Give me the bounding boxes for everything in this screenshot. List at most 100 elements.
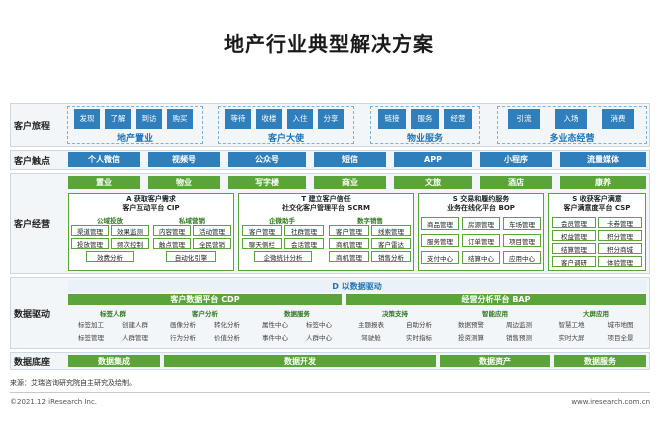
bap-item: 主题报表 (358, 321, 384, 329)
touchpoint-official: 公众号 (228, 152, 306, 167)
format-5: 文旅 (394, 176, 472, 189)
journey-step-1-1: 发现 (74, 109, 100, 129)
block-s2-item: 积分商城 (598, 243, 642, 254)
block-a-g2-name: 私域营销 (179, 217, 205, 225)
block-a-g1-item: 投放管理 (71, 238, 109, 249)
block-s1-item: 服务管理 (421, 234, 459, 247)
cdp-group-name: 客户分析 (192, 310, 218, 318)
block-s2-item: 会员管理 (552, 217, 596, 228)
block-s2-sub: 客户满意度平台 CSP (563, 204, 631, 212)
cdp-item: 行为分析 (170, 334, 196, 342)
block-t-g2-name: 数字销售 (357, 217, 383, 225)
format-7: 康养 (560, 176, 646, 189)
bap-item: 驾驶舱 (361, 334, 381, 342)
footer-url: www.iresearch.com.cn (571, 398, 650, 406)
block-t-g1-item: 企微统计分析 (254, 251, 312, 262)
touchpoint-app: APP (394, 152, 472, 167)
block-a-g2-item: 内容管理 (153, 225, 191, 236)
block-a-g1-item: 效果监测 (111, 225, 149, 236)
bap-item: 数据预警 (458, 321, 484, 329)
journey-step-2-3: 入住 (287, 109, 313, 129)
cdp-item: 价值分析 (214, 334, 240, 342)
row-label-base: 数据底座 (14, 357, 51, 368)
journey-group-2 (218, 106, 354, 144)
block-s1-item: 支付中心 (421, 251, 459, 264)
journey-step-2-4: 分享 (318, 109, 344, 129)
bap-item: 实时大屏 (558, 334, 585, 342)
footer-copyright: ©2021.12 iResearch Inc. (10, 398, 98, 406)
touchpoint-channels: 视频号 (148, 152, 220, 167)
journey-step-4-2: 入场 (555, 109, 587, 129)
cdp-item: 画像分析 (170, 321, 196, 329)
bap-item: 城市地图 (607, 321, 634, 329)
cdp-item: 属性中心 (262, 321, 288, 329)
block-t-g2-item: 商机管理 (329, 238, 369, 249)
block-s2-item: 体验管理 (598, 256, 642, 267)
touchpoint-miniprogram: 小程序 (480, 152, 552, 167)
journey-stage-2: 客户大使 (267, 134, 304, 144)
format-3: 写字楼 (228, 176, 306, 189)
cdp-group-name: 标签人群 (100, 310, 126, 318)
block-s1-item: 应用中心 (503, 251, 541, 264)
block-s2-title: S 收获客户满意 (572, 195, 622, 203)
journey-step-3-2: 服务 (411, 109, 439, 129)
cdp-item: 创建人群 (122, 321, 148, 329)
row-label-data: 数据驱动 (14, 309, 51, 320)
bap-item: 自助分析 (406, 321, 432, 329)
journey-stage-4: 多业态经营 (549, 134, 595, 144)
block-t-g2-item: 客户雷达 (371, 238, 411, 249)
journey-group-4 (497, 106, 647, 144)
block-t-g2-item: 商机管理 (329, 251, 369, 262)
block-a-g2-item: 全民营销 (193, 238, 231, 249)
block-t-g1-item: 会话管理 (284, 238, 324, 249)
touchpoint-media: 流量媒体 (560, 152, 646, 167)
block-s2-item: 卡券管理 (598, 217, 642, 228)
block-t-g2-item: 客户管理 (329, 225, 369, 236)
block-t-g2-item: 线索管理 (371, 225, 411, 236)
journey-step-3-3: 经营 (444, 109, 472, 129)
block-s2-item: 客户调研 (552, 256, 596, 267)
block-a-g1-name: 公域投放 (97, 217, 123, 225)
journey-step-2-2: 收楼 (256, 109, 282, 129)
block-s1-item: 商品管理 (421, 217, 459, 230)
journey-group-1 (67, 106, 203, 144)
base-assets: 数据资产 (440, 355, 550, 367)
block-a-g1-item: 频次控制 (111, 238, 149, 249)
block-t-g1-name: 企微助手 (269, 217, 295, 225)
bap-item: 智慧工地 (558, 321, 585, 329)
journey-group-3 (370, 106, 480, 144)
cdp-item: 转化分析 (214, 321, 240, 329)
cdp-item: 人群中心 (306, 334, 332, 342)
block-s1-item: 项目管理 (503, 234, 541, 247)
block-t-g1-item: 客户管理 (242, 225, 282, 236)
cdp-group-name: 数据服务 (284, 310, 310, 318)
cdp-header: 客户数据平台 CDP (68, 294, 342, 305)
base-services: 数据服务 (554, 355, 646, 367)
journey-step-4-3: 消费 (602, 109, 634, 129)
row-label-touch: 客户触点 (14, 156, 51, 167)
bap-header: 经营分析平台 BAP (346, 294, 646, 305)
block-s1-item: 房源管理 (462, 217, 500, 230)
format-6: 酒店 (480, 176, 552, 189)
block-a-sub: 客户互动平台 CIP (122, 204, 180, 212)
journey-step-4-1: 引流 (508, 109, 540, 129)
journey-stage-3: 物业服务 (406, 134, 443, 144)
block-a-title: A 获取客户需求 (126, 195, 176, 203)
bap-item: 销售预测 (506, 334, 532, 342)
block-a-g1-item: 渠道管理 (71, 225, 109, 236)
journey-step-2-1: 等待 (225, 109, 251, 129)
footer-divider (10, 392, 650, 393)
cdp-item: 标签管理 (78, 334, 104, 342)
bap-item: 投资测算 (458, 334, 484, 342)
block-a-g2-item: 自动化引擎 (166, 251, 216, 262)
page-title: 地产行业典型解决方案 (224, 32, 434, 56)
format-4: 商业 (314, 176, 386, 189)
journey-stage-1: 地产置业 (116, 134, 153, 144)
block-t-sub: 社交化客户管理平台 SCRM (282, 204, 370, 212)
format-1: 置业 (68, 176, 140, 189)
bap-item: 周边监测 (506, 321, 532, 329)
block-a-g1-item: 效费分析 (86, 251, 134, 262)
block-s1-item: 订单管理 (462, 234, 500, 247)
data-banner: D 以数据驱动 (68, 280, 646, 292)
block-s2-item: 积分管理 (598, 230, 642, 241)
